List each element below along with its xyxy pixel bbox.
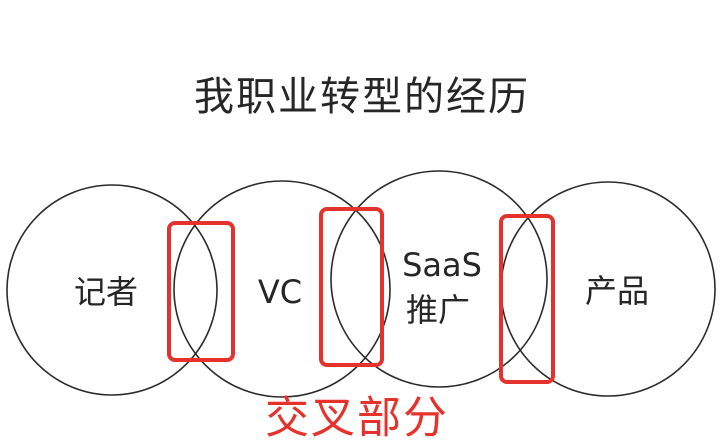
circle-label-vc: VC xyxy=(258,273,302,311)
circle-label-product: 产品 xyxy=(585,272,649,310)
circle-journalist xyxy=(6,184,218,396)
overlap-highlight-2 xyxy=(319,207,384,367)
circle-label-promotion: 推广 xyxy=(406,291,470,329)
circle-label-saas: SaaS xyxy=(402,246,482,284)
circle-label-journalist: 记者 xyxy=(74,273,138,311)
circle-vc xyxy=(173,180,391,398)
annotation-intersection: 交叉部分 xyxy=(265,393,449,444)
circle-saas-promotion xyxy=(330,170,548,388)
overlap-highlight-1 xyxy=(167,221,235,362)
overlap-highlight-3 xyxy=(499,214,555,384)
diagram-title: 我职业转型的经历 xyxy=(194,74,530,120)
